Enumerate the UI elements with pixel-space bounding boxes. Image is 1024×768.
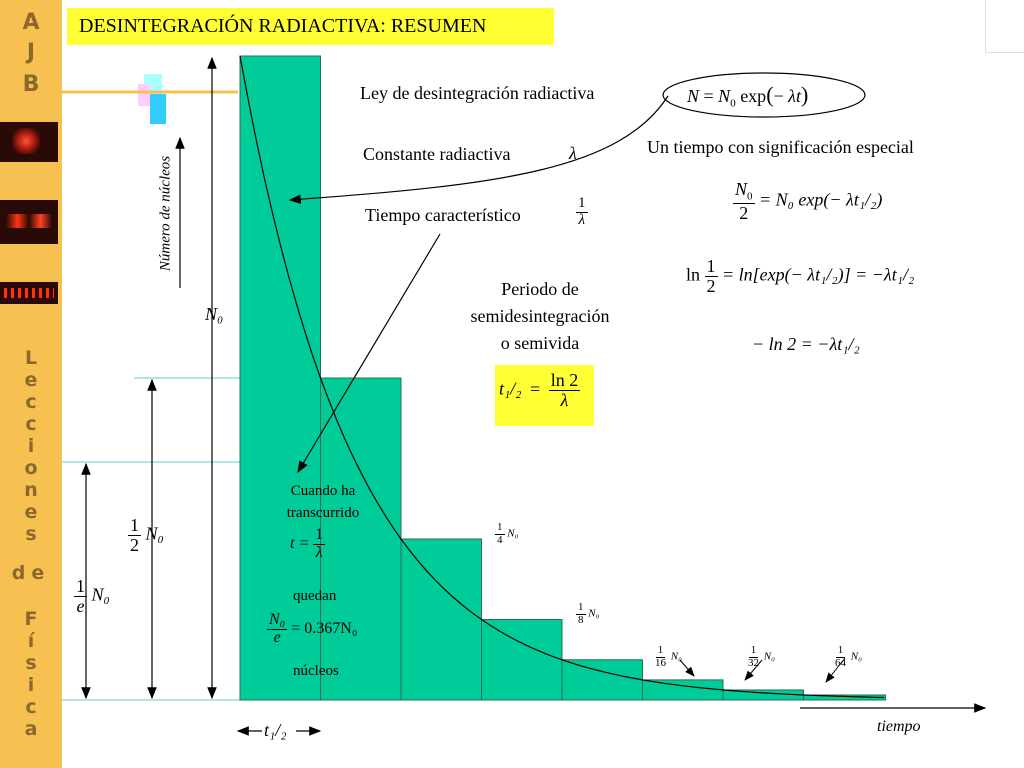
- decor-square: [150, 94, 166, 124]
- quedan-label: quedan: [293, 588, 337, 604]
- logo-letter-b: B: [22, 72, 40, 97]
- n0-label: N₀: [205, 304, 224, 324]
- x-axis-label: tiempo: [877, 718, 921, 735]
- constante-symbol: λ: [569, 143, 577, 163]
- y-axis-label: Número de núcleos: [157, 155, 174, 272]
- periodo-label-1: Periodo de: [501, 279, 579, 299]
- sidebar-letter: e: [24, 501, 38, 523]
- pointer-64: [825, 657, 846, 683]
- nucleos-label: núcleos: [293, 663, 339, 679]
- bar-5: [642, 679, 724, 701]
- sidebar-letter: í: [27, 630, 35, 652]
- sidebar-letter: i: [27, 674, 35, 696]
- bar-0: [239, 55, 321, 701]
- bar-3: [481, 619, 563, 701]
- sidebar: A J B L e c c i o n e s de F í s i c a: [0, 0, 62, 768]
- sidebar-letter: n: [24, 479, 38, 501]
- slide-title: DESINTEGRACIÓN RADIACTIVA: RESUMEN: [67, 8, 554, 45]
- corner-box: [985, 0, 1024, 53]
- sidebar-letter: e: [24, 369, 38, 391]
- cuando-label-2: transcurrido: [286, 505, 360, 521]
- pointer-16: [679, 659, 695, 677]
- thumbnail-spectrum-lines: [0, 282, 58, 304]
- thumbnail-spectrum-image: [0, 200, 58, 244]
- sidebar-letter: i: [27, 435, 35, 457]
- law-label: Ley de desintegración radiactiva: [360, 83, 595, 103]
- especial-label: Un tiempo con significación especial: [647, 137, 914, 157]
- sidebar-letter: s: [25, 523, 37, 545]
- half-life-marker-label: t₁/₂: [264, 720, 287, 740]
- tiempo-label: Tiempo característico: [365, 205, 521, 225]
- constante-label: Constante radiactiva: [363, 144, 511, 164]
- sidebar-letter: s: [25, 652, 37, 674]
- half-life-highlight: [495, 365, 594, 426]
- sidebar-letter: F: [24, 608, 38, 630]
- law-connector-arrow: [288, 95, 669, 205]
- sidebar-letter: a: [24, 718, 38, 740]
- law-formula: N = N0 exp(− λt): [687, 82, 809, 110]
- bar-2: [400, 538, 482, 701]
- law-formula-oval: [662, 72, 866, 118]
- sidebar-letter: o: [24, 457, 38, 479]
- logo-letter-a: A: [22, 10, 40, 35]
- pointer-32: [744, 659, 763, 681]
- sidebar-word-de: de: [11, 562, 51, 584]
- periodo-label-3: o semivida: [500, 333, 580, 353]
- bar-7: [803, 694, 886, 701]
- sidebar-letter: c: [25, 696, 37, 718]
- equation-3: − ln 2 = −λt₁/₂: [752, 334, 860, 354]
- periodo-label-2: semidesintegración: [470, 306, 610, 326]
- bar-1: [320, 377, 402, 701]
- decay-curve: [239, 55, 885, 699]
- sidebar-letter: c: [25, 391, 37, 413]
- bar-4: [561, 659, 643, 701]
- cuando-label-1: Cuando ha: [290, 483, 356, 499]
- sidebar-letter: c: [25, 413, 37, 435]
- logo-letter-j: J: [26, 40, 36, 65]
- sidebar-letter: L: [24, 347, 38, 369]
- decor-square: [138, 84, 150, 106]
- thumbnail-lab-image: [0, 122, 58, 162]
- tiempo-connector-arrow: [297, 233, 441, 474]
